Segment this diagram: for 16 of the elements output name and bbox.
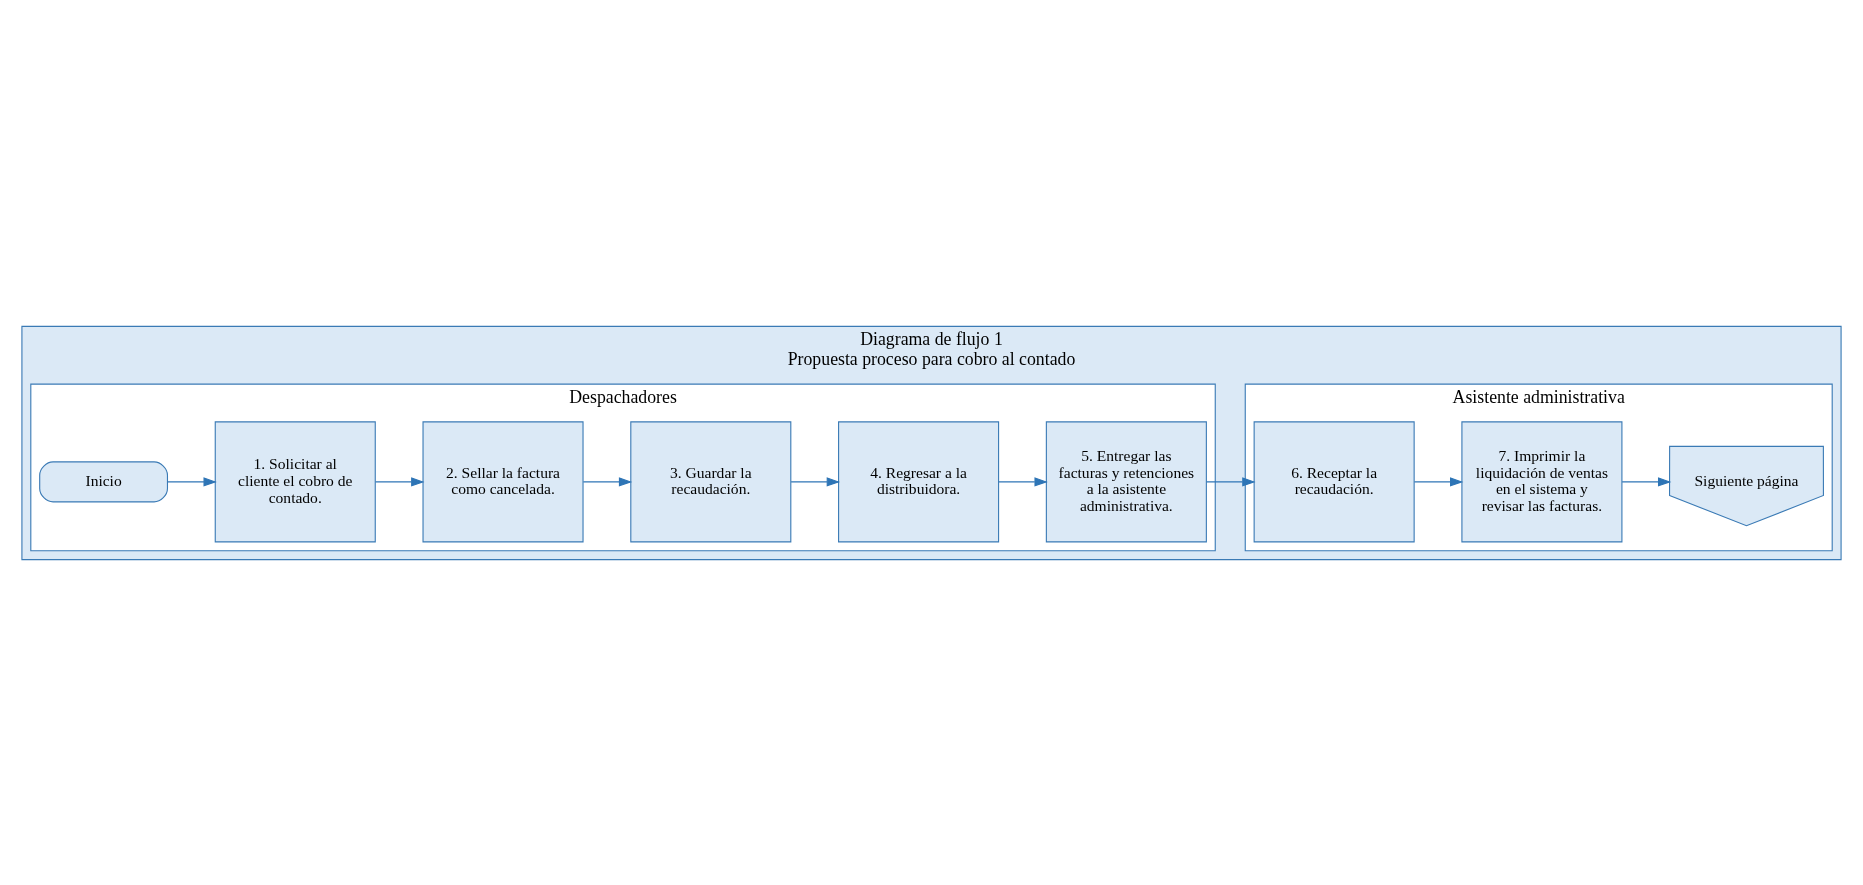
arrow [1413,476,1464,487]
arrow [582,476,633,487]
arrow [375,476,425,487]
node-box: 2. Sellar la factura como cancelada. [422,420,584,542]
arrow [1206,476,1256,487]
arrow [167,476,217,487]
node-box: 5. Entregar las facturas y retenciones a la asistente administrativa. [1045,420,1207,542]
node-box: 3. Guardar la recaudación. [630,420,792,542]
arrow [790,476,840,487]
arrow [998,476,1048,487]
node-box: 1. Solicitar al cliente el cobro de contado. [214,420,376,542]
node-box: 4. Regresar a la distribuidora. [838,420,1000,542]
node-box: 7. Imprimir la liquidación de ventas en el sistema y revisar las facturas. [1461,420,1623,542]
arrow [1621,476,1672,487]
node-box: 6. Receptar la recaudación. [1253,420,1415,542]
node-box: Inicio [39,460,169,502]
